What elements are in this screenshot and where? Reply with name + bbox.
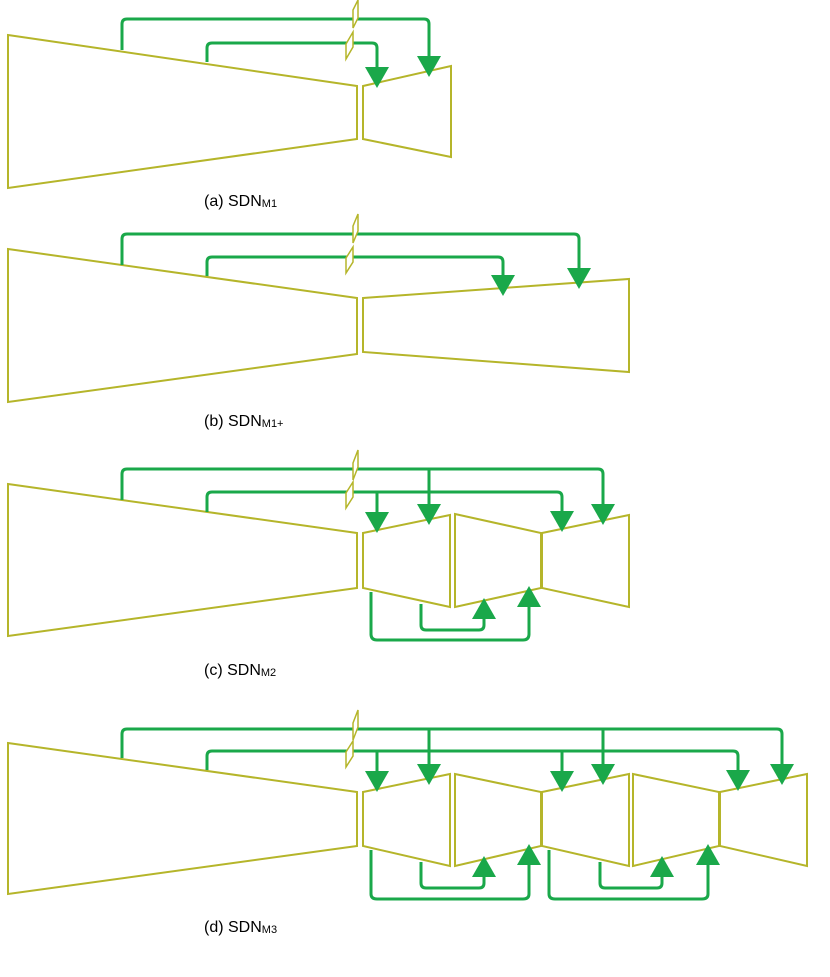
caption-d: (d) SDNM3 (204, 919, 277, 937)
stage-connection-inner (419, 598, 496, 632)
decoder-block-2 (541, 772, 630, 868)
decoder-block-1 (362, 513, 451, 609)
crop-plane-inner (345, 29, 354, 62)
encoder-block (7, 33, 358, 190)
encoder-block (7, 247, 358, 404)
decoder-block (362, 277, 630, 374)
crop-plane-inner (345, 738, 354, 770)
stage-connection-inner-1 (419, 856, 496, 890)
skip-connection-inner (205, 749, 750, 791)
skip-connection-outer (120, 17, 441, 77)
caption-a-prefix: (a) SDN (204, 193, 262, 210)
decoder-block-1 (362, 772, 451, 868)
skip-connection-outer (120, 232, 591, 289)
stage-connection-outer-2 (547, 844, 720, 901)
figure-a (7, 0, 452, 190)
encoder-block-3 (632, 772, 720, 868)
caption-d-prefix: (d) SDN (204, 919, 262, 936)
encoder-block (7, 741, 358, 896)
caption-b-subscript: M1+ (261, 418, 284, 430)
skip-connection-outer (120, 467, 615, 525)
crop-plane-outer (352, 0, 359, 29)
figure-d (7, 709, 808, 901)
caption-b: (b) SDNM1+ (204, 413, 284, 431)
stage-connection-outer (369, 586, 541, 642)
caption-d-subscript: M3 (261, 924, 278, 936)
figure-c (7, 449, 630, 642)
crop-plane-outer (352, 213, 359, 244)
stage-connection-outer-1 (369, 844, 541, 901)
caption-a-subscript: M1 (261, 198, 278, 210)
crop-plane-outer (352, 709, 359, 741)
caption-b-prefix: (b) SDN (204, 413, 262, 430)
caption-a: (a) SDNM1 (204, 193, 277, 211)
caption-c: (c) SDNM2 (204, 662, 276, 680)
decoder-block-3 (719, 772, 808, 868)
crop-plane-outer (352, 449, 359, 481)
caption-c-prefix: (c) SDN (204, 662, 261, 679)
skip-connection-inner (205, 41, 389, 88)
caption-c-subscript: M2 (260, 667, 277, 679)
figure-b (7, 213, 630, 404)
encoder-block (7, 482, 358, 638)
decoder-block-2 (541, 513, 630, 609)
skip-connection-inner (205, 255, 515, 296)
skip-connection-outer (120, 727, 794, 785)
stage-connection-inner-2 (598, 856, 674, 890)
crop-plane-inner (345, 244, 354, 276)
crop-plane-inner (345, 479, 354, 511)
skip-connection-inner (205, 490, 574, 532)
